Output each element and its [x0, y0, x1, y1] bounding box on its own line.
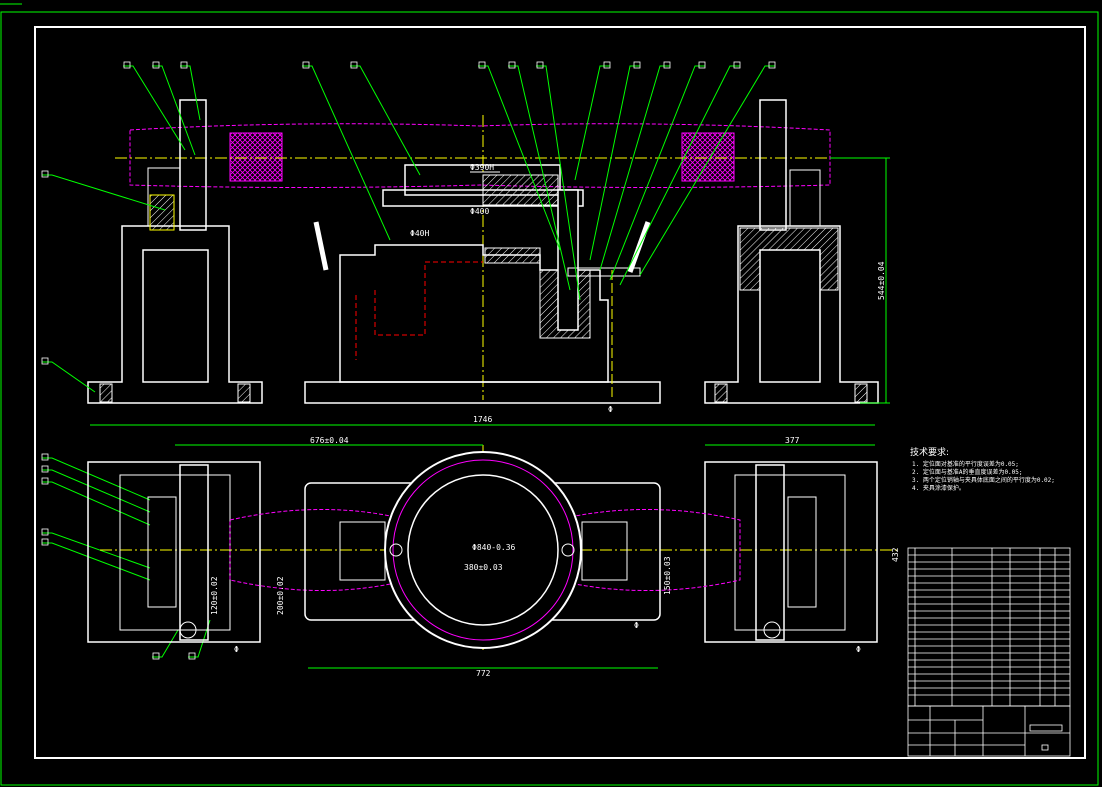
plan-right-rail — [755, 464, 785, 641]
left-support — [87, 225, 263, 404]
tech-note-line-4: 4. 夹具涂漆保护。 — [912, 484, 965, 492]
plan-right-block — [787, 496, 817, 608]
plan-left-block — [147, 496, 177, 608]
dim-bore-40: Φ40H — [410, 229, 429, 238]
workpiece-outline — [129, 123, 831, 188]
left-foot-hatch-b — [237, 383, 251, 403]
plan-right-knob — [763, 621, 781, 639]
dim-span-377: 377 — [785, 436, 800, 445]
dim-side-150: 150±0.03 — [663, 556, 672, 595]
leader-balloons — [41, 61, 776, 660]
tech-note-line-2: 2. 定位面与基准A的垂直度误差为0.05; — [912, 468, 1023, 476]
left-clamp-hatch — [149, 194, 175, 231]
front-view — [87, 99, 879, 404]
plan-ring-mid — [392, 459, 574, 641]
datum-mark-center: Φ — [634, 621, 639, 630]
plan-pin-left — [389, 543, 403, 557]
plan-pin-right — [561, 543, 575, 557]
right-support — [704, 225, 879, 404]
inner-frame — [34, 26, 1086, 759]
plan-left-base — [87, 461, 261, 643]
plan-right-base — [704, 461, 878, 643]
lever-left — [313, 221, 329, 271]
plan-ring-inner — [407, 474, 559, 626]
left-post — [179, 99, 207, 231]
hidden-bore — [374, 261, 483, 336]
right-post — [759, 99, 787, 231]
datum-mark-right: Φ — [856, 645, 861, 654]
tech-note-line-1: 1. 定位面对基准的平行度误差为0.05; — [912, 460, 1019, 468]
plan-center-clamp-left — [339, 521, 386, 581]
hatch-left — [229, 132, 283, 182]
plan-workpiece — [229, 509, 741, 591]
body-hatch — [484, 247, 541, 264]
dim-bore-390: Φ390H — [470, 163, 494, 172]
outer-frame — [0, 11, 1099, 786]
dim-bore-inner: 380±0.03 — [464, 563, 503, 572]
dim-bore-840: Φ840-0.36 — [472, 543, 516, 552]
right-foot-hatch-b — [854, 383, 868, 403]
tech-notes-title: 技术要求: — [910, 446, 949, 458]
plan-left-knob — [179, 621, 197, 639]
right-foot-hatch-a — [714, 383, 728, 403]
datum-mark-top: Φ — [608, 405, 613, 414]
dim-span-676: 676±0.04 — [310, 436, 349, 445]
flange-hatch — [482, 174, 559, 206]
tech-notes: 技术要求: 1. 定位面对基准的平行度误差为0.05; 2. 定位面与基准A的垂… — [910, 446, 1055, 492]
cross-pin — [567, 267, 641, 277]
plan-left-rail — [179, 464, 209, 641]
plan-center-clamp-right — [581, 521, 628, 581]
plan-ring-outer — [384, 451, 582, 649]
bolt-shank — [557, 189, 579, 331]
top-dimensions: Φ390H Φ400 Φ40H 544±0.04 1746 Φ — [90, 157, 890, 426]
dim-overall-1746: 1746 — [473, 415, 492, 424]
plan-view: 676±0.04 377 Φ840-0.36 380±0.03 150±0.03… — [87, 436, 900, 678]
dim-height-432: 432 — [891, 547, 900, 562]
datum-mark-left: Φ — [234, 645, 239, 654]
hatch-right — [681, 132, 735, 182]
dim-side-200: 200±0.02 — [276, 576, 285, 615]
left-foot-hatch-a — [99, 383, 113, 403]
parts-list — [907, 547, 1071, 707]
right-clamp — [789, 169, 821, 227]
dim-height-544: 544±0.04 — [877, 261, 886, 300]
center-base — [304, 381, 661, 404]
plan-right-inner — [734, 474, 846, 631]
part-leaders — [42, 65, 775, 658]
dim-side-120: 120±0.02 — [210, 576, 219, 615]
dim-bore-400: Φ400 — [470, 207, 489, 216]
title-block — [907, 705, 1071, 757]
dim-width-772: 772 — [476, 669, 491, 678]
right-body-hatch — [739, 227, 839, 291]
tech-note-line-3: 3. 两个定位销轴与夹具体底面之间的平行度为0.02; — [912, 476, 1055, 484]
